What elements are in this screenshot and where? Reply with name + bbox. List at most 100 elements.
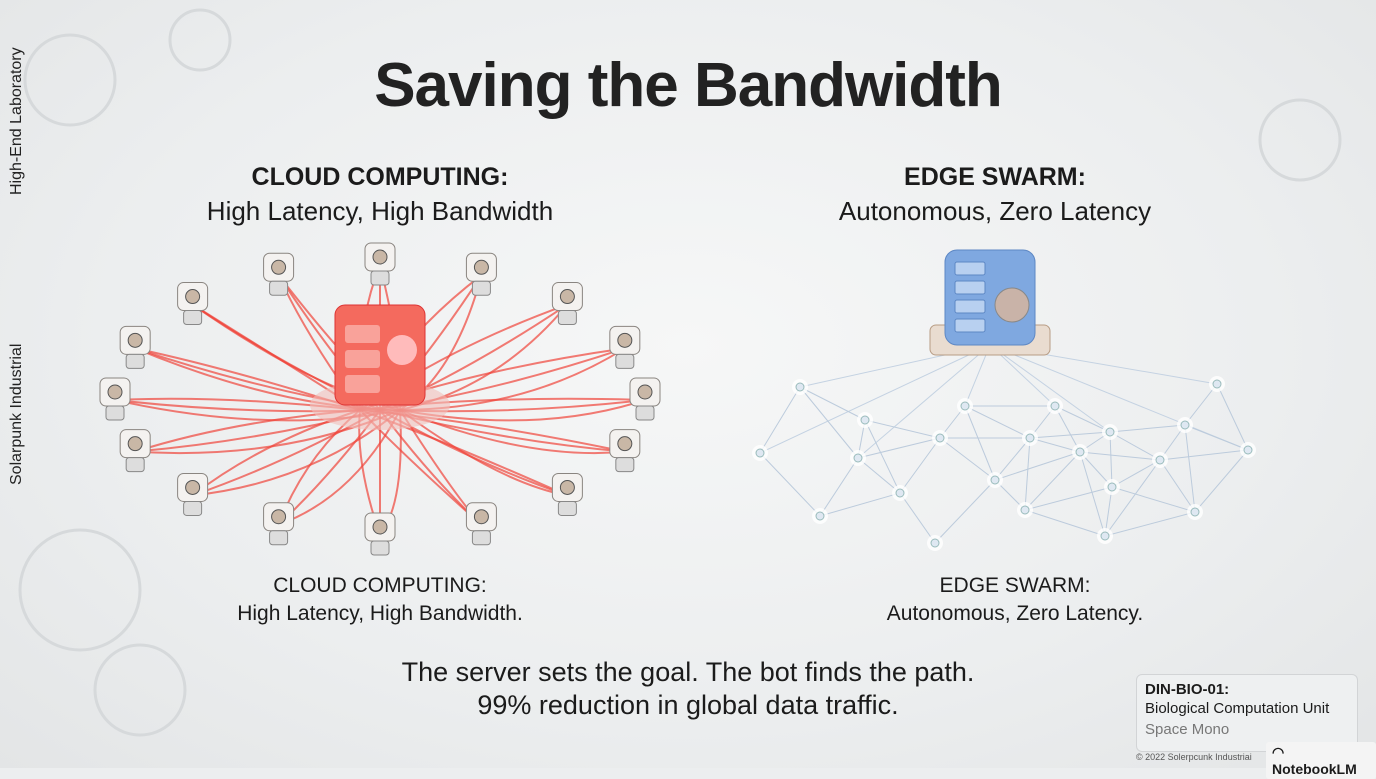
swarm-node xyxy=(853,453,863,463)
mesh-link xyxy=(1024,437,1031,511)
mesh-link xyxy=(899,437,941,494)
server-drive xyxy=(954,318,986,333)
link xyxy=(857,344,991,459)
swarm-node xyxy=(1050,401,1060,411)
page-title: Saving the Bandwidth xyxy=(374,51,1003,120)
server-drive xyxy=(954,299,986,314)
edge-caption: EDGE SWARM: Autonomous, Zero Latency. xyxy=(815,572,1215,628)
robot-eye xyxy=(185,479,201,495)
swarm-node xyxy=(815,511,825,521)
gear-decoration xyxy=(23,33,117,127)
robot-body xyxy=(557,310,577,326)
mesh-link xyxy=(1184,383,1218,426)
robot-body xyxy=(471,530,491,546)
mesh-link xyxy=(1159,459,1196,513)
edge-caption-2: Autonomous, Zero Latency. xyxy=(886,602,1144,625)
mesh-link xyxy=(1079,451,1106,537)
notebooklm-label: NotebookLM xyxy=(1272,761,1357,777)
mesh-link xyxy=(1109,431,1113,488)
mesh-link xyxy=(1079,451,1161,461)
robot-body xyxy=(635,405,655,421)
cloud-heading-sub: High Latency, High Bandwidth xyxy=(206,196,554,226)
mesh-link xyxy=(1029,437,1081,453)
swarm-node xyxy=(1020,505,1030,515)
mesh-link xyxy=(1104,459,1161,537)
mesh-link xyxy=(819,457,859,517)
mesh-link xyxy=(1109,431,1161,461)
data-cable xyxy=(278,409,401,526)
robot-body xyxy=(125,457,145,473)
robot-eye xyxy=(473,259,489,275)
mesh-link xyxy=(819,492,901,517)
mesh-link xyxy=(964,405,996,481)
robot-eye xyxy=(617,332,633,348)
robot-body xyxy=(105,405,125,421)
link xyxy=(759,344,991,454)
robot-body xyxy=(183,310,203,326)
server-brain-icon xyxy=(387,335,417,365)
robot-eye xyxy=(617,436,633,452)
robot-body xyxy=(471,280,491,296)
swarm-node xyxy=(1180,420,1190,430)
robot-eye xyxy=(185,289,201,305)
mesh-link xyxy=(994,451,1081,481)
mesh-link xyxy=(934,479,996,544)
robot-eye xyxy=(559,479,575,495)
cloud-caption: CLOUD COMPUTING: High Latency, High Band… xyxy=(180,572,580,628)
swarm-node xyxy=(960,401,970,411)
edge-heading-title: EDGE SWARM: xyxy=(904,163,1086,191)
robot-body xyxy=(269,280,289,296)
swarm-node xyxy=(1105,427,1115,437)
mesh-link xyxy=(799,386,859,459)
swarm-node xyxy=(990,475,1000,485)
swarm-node xyxy=(1155,455,1165,465)
cloud-heading: CLOUD COMPUTING: High Latency, High Band… xyxy=(180,160,580,228)
mesh-link xyxy=(799,386,866,421)
swarm-node xyxy=(795,382,805,392)
server-drive xyxy=(954,261,986,276)
robot-body xyxy=(370,270,390,286)
mesh-link xyxy=(857,437,941,459)
swarm-node xyxy=(860,415,870,425)
mesh-link xyxy=(939,437,996,481)
cloud-caption-1: CLOUD COMPUTING: xyxy=(273,574,487,597)
swarm-node xyxy=(1025,433,1035,443)
swarm-node xyxy=(930,538,940,548)
cloud-heading-title: CLOUD COMPUTING: xyxy=(251,163,509,191)
mesh-link xyxy=(1216,383,1249,451)
robot-body xyxy=(370,540,390,556)
swarm-node xyxy=(1075,447,1085,457)
server-drive xyxy=(954,280,986,295)
robot-eye xyxy=(559,289,575,305)
unit-id: DIN-BIO-01: xyxy=(1145,681,1230,698)
mesh-link xyxy=(1184,424,1196,513)
mesh-link xyxy=(1024,509,1106,537)
cloud-caption-2: High Latency, High Bandwidth. xyxy=(237,602,523,625)
robot-body xyxy=(615,353,635,369)
mesh-link xyxy=(1024,486,1113,511)
mesh-link xyxy=(964,405,1031,439)
tagline-1: The server sets the goal. The bot finds … xyxy=(401,657,975,687)
mesh-link xyxy=(759,386,801,454)
mesh-link xyxy=(759,452,821,517)
data-cable xyxy=(399,409,568,497)
tagline: The server sets the goal. The bot finds … xyxy=(0,656,1376,722)
swarm-node xyxy=(1190,507,1200,517)
robot-body xyxy=(183,500,203,516)
robot-body xyxy=(269,530,289,546)
swarm-node xyxy=(1100,531,1110,541)
mesh-link xyxy=(864,419,941,439)
mesh-link xyxy=(1194,449,1249,513)
mesh-link xyxy=(1111,486,1196,513)
edge-heading: EDGE SWARM: Autonomous, Zero Latency xyxy=(795,160,1195,228)
edge-heading-sub: Autonomous, Zero Latency xyxy=(838,196,1152,226)
mesh-link xyxy=(1104,511,1196,537)
mesh-link xyxy=(1029,431,1111,439)
robot-eye xyxy=(372,519,388,535)
side-label-solarpunk: Solarpunk Industrial xyxy=(8,343,25,485)
swarm-node xyxy=(1243,445,1253,455)
swarm-node xyxy=(895,488,905,498)
swarm-node xyxy=(1107,482,1117,492)
mesh-link xyxy=(1109,424,1186,433)
